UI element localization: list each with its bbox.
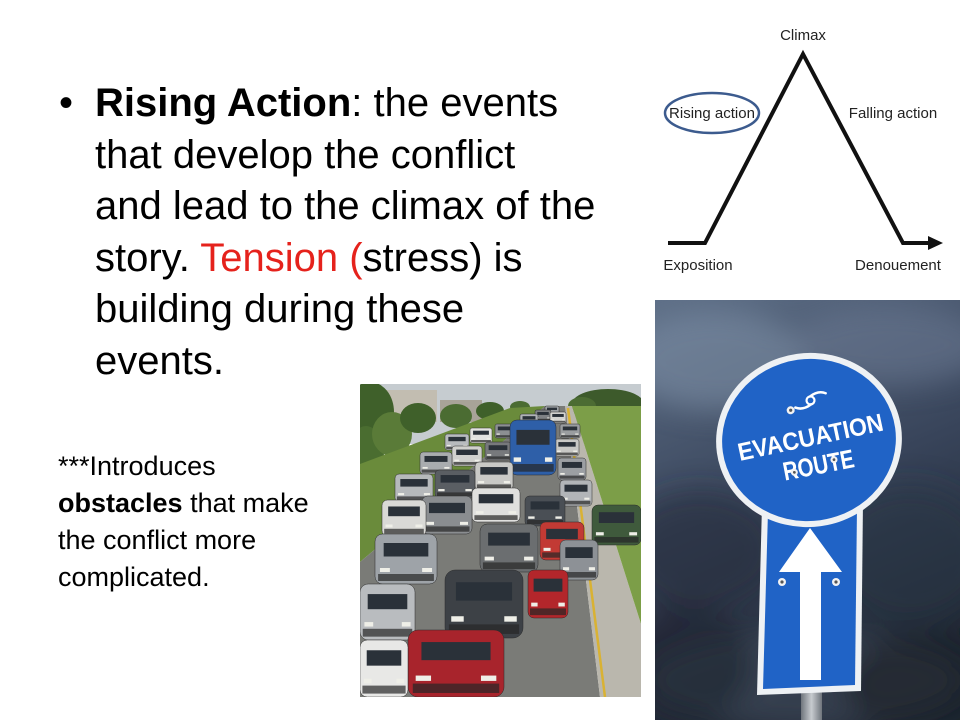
note-text: the conflict more — [58, 525, 257, 555]
car — [554, 438, 580, 457]
car — [559, 479, 593, 507]
denouement-label: Denouement — [855, 257, 942, 274]
car — [484, 441, 512, 461]
bullet-line: building during these — [95, 284, 595, 336]
car — [394, 473, 434, 503]
traffic-cars — [360, 405, 641, 697]
bullet-marker — [59, 78, 73, 130]
bullet-text: : the events — [351, 81, 559, 125]
note-text: ***Introduces — [58, 451, 216, 481]
highlight-text: Tension ( — [200, 235, 363, 280]
bullet-text: events. — [95, 338, 224, 383]
bullet-line: that develop the conflict — [95, 130, 595, 182]
car — [557, 457, 587, 481]
car — [479, 523, 539, 573]
car — [469, 427, 493, 444]
car — [381, 499, 427, 537]
car — [444, 569, 524, 639]
highlight-circle — [663, 91, 761, 135]
car — [559, 423, 581, 439]
exposition-label: Exposition — [663, 257, 732, 274]
car — [471, 487, 521, 523]
key-term: Rising Action — [95, 81, 352, 125]
car — [407, 629, 505, 697]
note-line: obstacles that make — [58, 485, 309, 522]
car — [360, 583, 416, 641]
evacuation-photo: EVACUATION ROUTE — [655, 300, 960, 720]
climax-label: Climax — [780, 27, 826, 44]
car — [591, 504, 641, 546]
bullet-line: Rising Action: the events — [95, 78, 595, 130]
car — [451, 445, 483, 467]
note-text: that make — [182, 488, 309, 518]
note-text: complicated. — [58, 562, 210, 592]
car — [509, 419, 557, 476]
note-key-term: obstacles — [58, 488, 183, 518]
rising-action-label: Rising action — [669, 105, 755, 122]
note-line: ***Introduces — [58, 448, 309, 485]
plot-diagram: Climax Rising action Falling action Expo… — [663, 27, 943, 274]
bullet-text: that develop the conflict — [95, 132, 516, 177]
car — [524, 495, 566, 527]
bullet-line: events. — [95, 336, 595, 388]
bullet-text: story. — [95, 235, 201, 280]
falling-action-label: Falling action — [849, 105, 937, 122]
bullet-line: and lead to the climax of the — [95, 181, 595, 233]
note: ***Introduces obstacles that make the co… — [58, 448, 309, 596]
car — [549, 411, 567, 424]
car — [527, 569, 569, 619]
bullet-line: story. Tension (stress) is — [95, 233, 595, 285]
car — [559, 539, 599, 581]
main-bullet: Rising Action: the events that develop t… — [95, 78, 595, 387]
car — [360, 639, 409, 697]
bullet-text: stress) is — [362, 235, 523, 280]
up-arrow-icon — [779, 528, 842, 680]
plot-line — [668, 49, 931, 245]
note-line: the conflict more — [58, 522, 309, 559]
bullet-text: building during these — [95, 287, 465, 331]
bullet-text: and lead to the climax of the — [95, 184, 596, 228]
car — [474, 461, 514, 491]
car — [421, 495, 473, 535]
car — [434, 469, 476, 499]
arrow-sign — [757, 500, 863, 695]
arrow-head — [928, 236, 943, 250]
car — [374, 533, 438, 585]
evacuation-circle-sign: EVACUATION ROUTE — [716, 352, 902, 528]
traffic-photo — [360, 384, 641, 697]
note-line: complicated. — [58, 559, 309, 596]
hurricane-icon — [794, 391, 827, 410]
